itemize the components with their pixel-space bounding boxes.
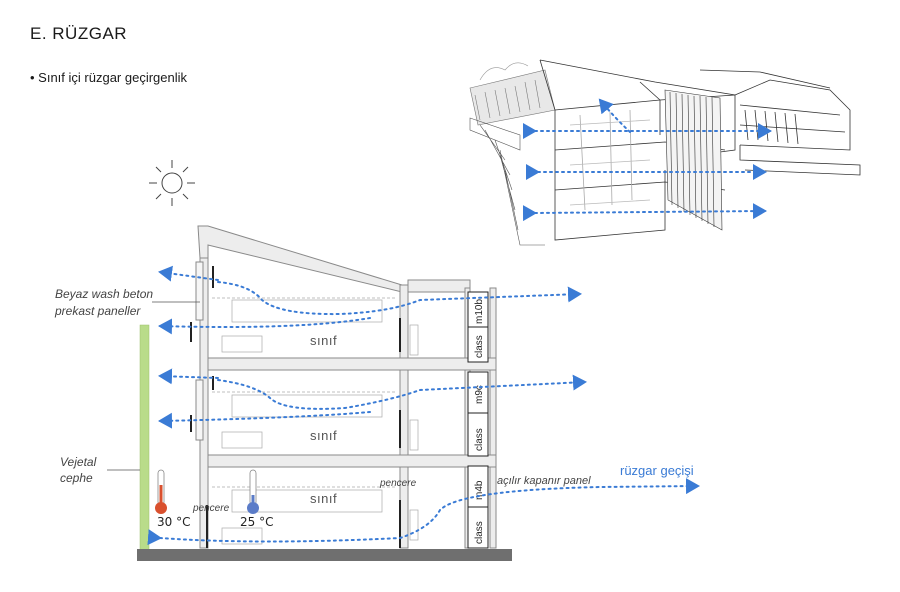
- temperature-hot: 30 °C: [157, 515, 190, 529]
- classroom-label-top: sınıf: [310, 333, 337, 348]
- section-title: E. RÜZGAR: [30, 24, 128, 43]
- room-tag-top-b: class: [474, 335, 485, 358]
- classroom-label-bot: sınıf: [310, 491, 337, 506]
- sun-icon: [149, 160, 195, 206]
- room-tag-mid-a: m9c: [474, 385, 485, 404]
- section-wind-paths: [147, 265, 700, 546]
- classroom-label-mid: sınıf: [310, 428, 337, 443]
- leader-lines: [107, 301, 200, 471]
- room-tag-bot-a: m4b: [474, 480, 485, 500]
- label-window-right: pencere: [379, 478, 417, 489]
- label-precast-line2: prekast paneller: [54, 304, 141, 318]
- room-tags: m10b class m9c class m4b class: [467, 291, 489, 549]
- label-precast-line1: Beyaz wash beton: [55, 287, 153, 301]
- temperature-cool: 25 °C: [240, 515, 273, 529]
- building-section: [195, 225, 497, 549]
- label-window-left: pencere: [192, 503, 230, 514]
- label-wind-passage: rüzgar geçişi: [620, 463, 694, 478]
- room-tag-mid-b: class: [474, 428, 485, 451]
- perspective-stairs: [469, 117, 545, 246]
- thermometer-cool-icon: [247, 469, 259, 514]
- label-vegetal-line1: Vejetal: [60, 455, 97, 469]
- perspective-sketch: [469, 59, 861, 246]
- room-tag-top-a: m10b: [474, 299, 485, 324]
- label-vegetal-line2: cephe: [60, 471, 93, 485]
- label-operable-panel: açılır kapanır panel: [497, 475, 591, 487]
- perspective-wind-arrows: [522, 98, 772, 222]
- bullet-text: • Sınıf içi rüzgar geçirgenlik: [30, 70, 188, 85]
- perspective-louvers: [664, 89, 723, 231]
- room-tag-bot-b: class: [474, 521, 485, 544]
- perspective-vegetation: [469, 62, 556, 126]
- ground-slab: [137, 549, 512, 561]
- vegetal-facade: [139, 324, 150, 551]
- thermometer-hot-icon: [155, 469, 167, 514]
